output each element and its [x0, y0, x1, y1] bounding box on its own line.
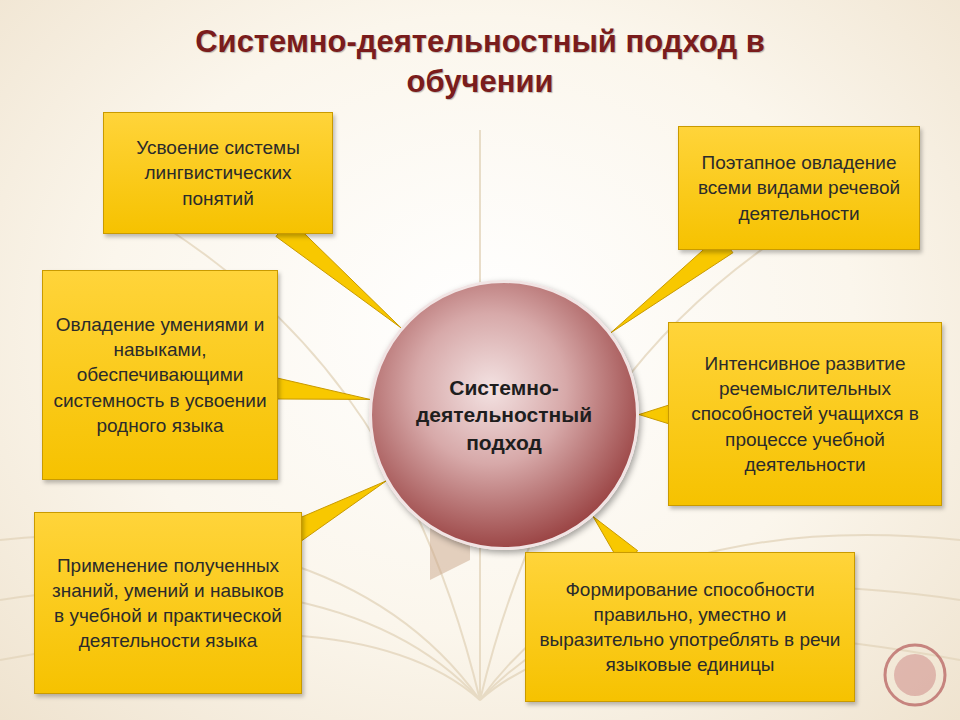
callout-box: Формирование способности правильно, умес…	[525, 552, 855, 702]
callout-tail	[291, 481, 387, 541]
callout-text: Усвоение системы лингвистических понятий	[114, 135, 322, 210]
callout-box: Усвоение системы лингвистических понятий	[103, 112, 333, 234]
callout-text: Интенсивное развитие речемыслительных сп…	[679, 351, 931, 476]
callout-box: Применение полученных знаний, умений и н…	[34, 512, 302, 694]
center-label: Системно-деятельностный подход	[402, 374, 606, 456]
diagram-title: Системно-деятельностный подход в обучени…	[120, 22, 840, 103]
callout-text: Овладение умениями и навыками, обеспечив…	[53, 312, 267, 437]
callout-text: Применение полученных знаний, умений и н…	[45, 553, 291, 653]
callout-tail	[271, 377, 370, 399]
callout-tail	[276, 220, 401, 328]
callout-text: Поэтапное овладение всеми видами речевой…	[689, 150, 909, 225]
central-circle: Системно-деятельностный подход	[369, 280, 639, 550]
callout-box: Овладение умениями и навыками, обеспечив…	[42, 270, 278, 480]
callout-text: Формирование способности правильно, умес…	[536, 577, 844, 677]
callout-box: Поэтапное овладение всеми видами речевой…	[678, 126, 920, 250]
callout-box: Интенсивное развитие речемыслительных сп…	[668, 322, 942, 506]
